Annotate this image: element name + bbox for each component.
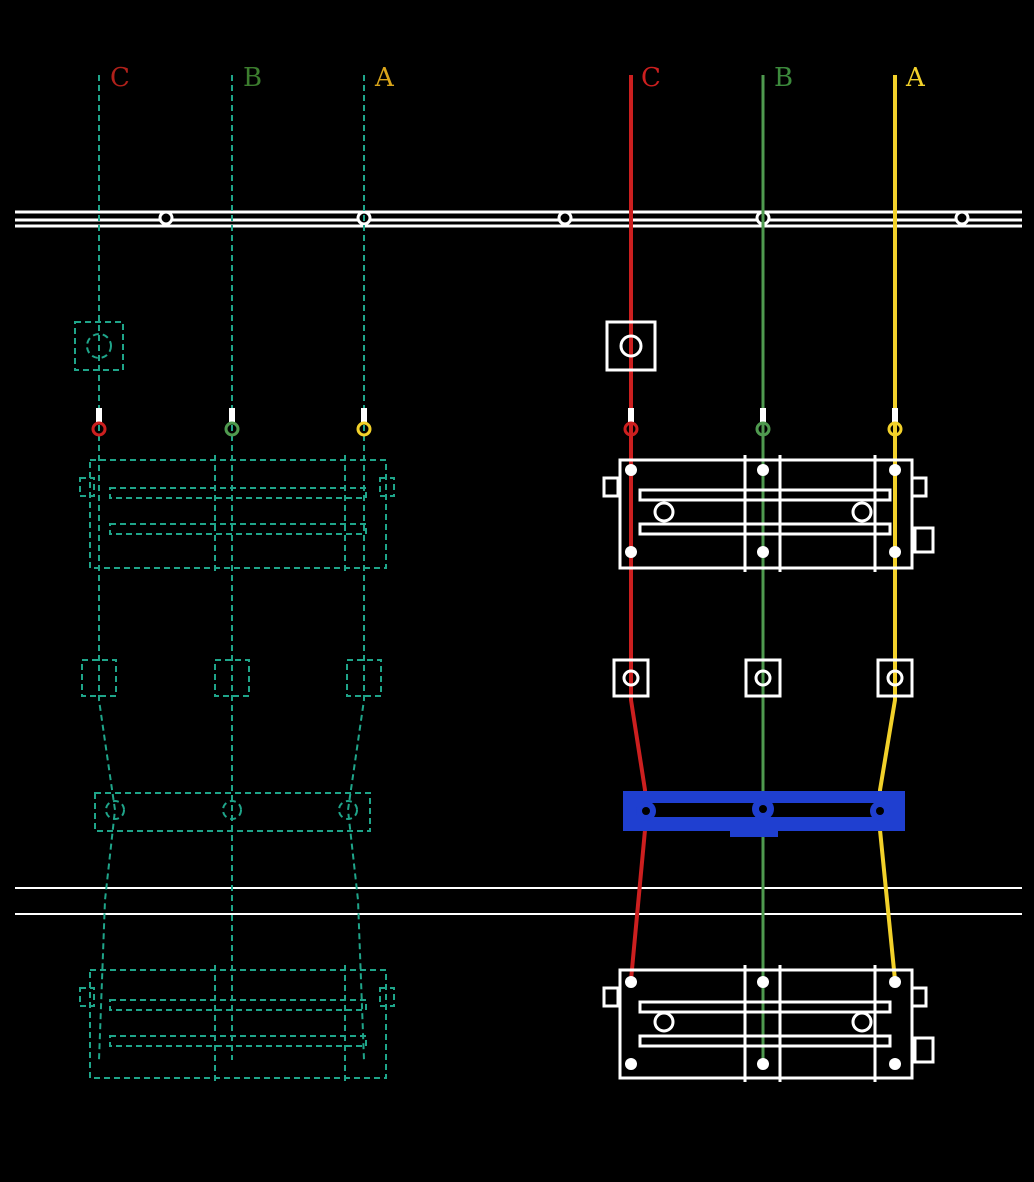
- right-nodes: [625, 464, 901, 1070]
- left-upper-breaker: [89, 459, 387, 569]
- left-middle-bar: [94, 792, 371, 832]
- left-terminals: [91, 408, 372, 437]
- lower-rails: [15, 887, 1022, 915]
- left-isolator: [74, 321, 124, 371]
- highlight-block: [623, 791, 905, 837]
- left-phase-labels: C B A: [110, 63, 395, 93]
- right-label-b: B: [774, 63, 793, 93]
- right-phase-labels: C B A: [641, 63, 926, 93]
- top-busbar: [15, 210, 1022, 228]
- right-isolator: [605, 320, 657, 372]
- right-terminals: [623, 408, 903, 437]
- right-upper-breaker: [618, 458, 914, 570]
- right-lower-breaker: [618, 968, 914, 1080]
- right-label-c: C: [641, 63, 661, 93]
- right-equipment: [602, 320, 935, 1082]
- left-wire-a: [346, 75, 365, 1061]
- left-label-b: B: [243, 63, 262, 93]
- left-label-c: C: [110, 63, 130, 93]
- left-wire-c: [98, 75, 117, 1061]
- left-lower-breaker: [89, 969, 387, 1079]
- right-label-a: A: [905, 63, 926, 93]
- left-label-a: A: [374, 63, 395, 93]
- left-dashed-drawing: [74, 75, 395, 1082]
